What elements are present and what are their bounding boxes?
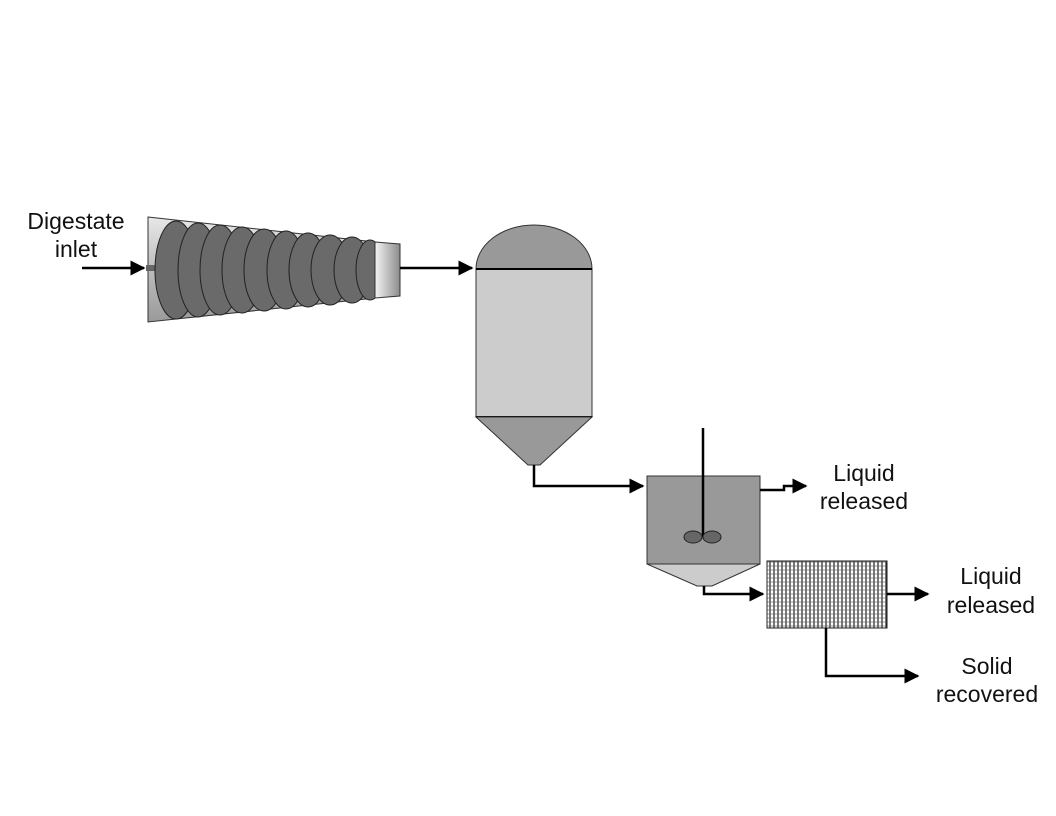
solid-recovered-label-line1: Solid bbox=[961, 653, 1012, 679]
liquid-released-label-2-line2: released bbox=[947, 592, 1035, 618]
liquid-released-label-1-line2: released bbox=[820, 488, 908, 514]
inlet-label-line1: Digestate bbox=[27, 208, 124, 234]
filter-screen-icon bbox=[766, 560, 888, 629]
flow-arrow-mixer-to-filter bbox=[702, 586, 765, 602]
liquid-released-arrow-1 bbox=[760, 478, 808, 494]
inlet-label-line2: inlet bbox=[55, 236, 98, 262]
settling-tank-icon bbox=[474, 224, 594, 466]
liquid-released-label-1-line1: Liquid bbox=[833, 460, 894, 486]
flow-arrow-tank-to-mixer bbox=[532, 465, 645, 494]
screw-press-icon bbox=[146, 216, 401, 323]
liquid-released-label-2-line1: Liquid bbox=[960, 563, 1021, 589]
stirred-tank-icon bbox=[646, 428, 761, 587]
solid-recovered-arrow bbox=[824, 628, 920, 684]
solid-recovered-label-line2: recovered bbox=[936, 681, 1038, 707]
